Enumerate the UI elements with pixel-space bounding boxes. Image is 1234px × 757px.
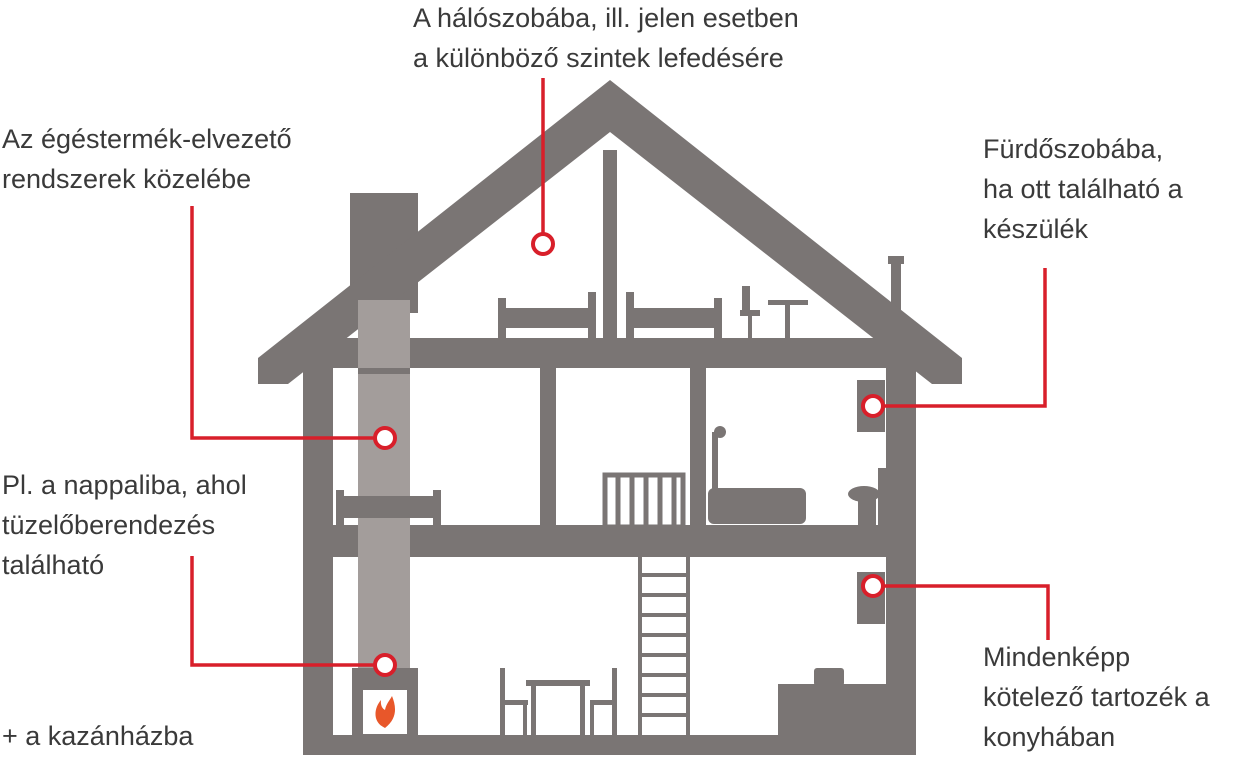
marker-bathroom: [861, 394, 885, 418]
label-living-line2: tüzelőberendezés: [2, 510, 216, 540]
label-living-line3: található: [2, 550, 105, 580]
bathtub: [708, 426, 806, 524]
toilet: [848, 468, 888, 526]
label-boiler: + a kazánházba: [2, 716, 193, 756]
marker-kitchen: [861, 574, 885, 598]
label-bathroom-line1: Fürdőszobába,: [983, 134, 1164, 164]
leader-bathroom: [884, 268, 1047, 408]
label-bathroom-line3: készülék: [983, 214, 1089, 244]
left-wall: [303, 360, 333, 755]
label-flue: Az égéstermék-elvezető rendszerek közelé…: [2, 119, 292, 199]
label-boiler-line1: + a kazánházba: [2, 721, 194, 751]
fireplace: [352, 668, 418, 738]
stair-railing: [602, 472, 686, 530]
attic-beds: [498, 292, 722, 338]
label-kitchen-line1: Mindenképp: [983, 642, 1131, 672]
sofa: [336, 490, 441, 530]
ladder-stairs: [638, 557, 690, 735]
right-wall: [886, 360, 916, 755]
kitchen-counter: [778, 668, 888, 736]
label-flue-line2: rendszerek közelébe: [2, 164, 252, 194]
label-living-line1: Pl. a nappaliba, ahol: [2, 470, 247, 500]
marker-bedroom: [531, 232, 555, 256]
marker-living: [373, 653, 397, 677]
desk: [740, 286, 808, 338]
label-bathroom: Fürdőszobába, ha ott található a készülé…: [983, 129, 1183, 249]
label-bedroom-line2: a különböző szintek lefedésére: [413, 43, 784, 73]
label-bedroom: A hálószobába, ill. jelen esetben a külö…: [413, 0, 799, 78]
vent-pipe: [891, 262, 901, 312]
leader-flue: [190, 206, 375, 440]
dining-set: [500, 668, 617, 736]
label-kitchen-line3: konyhában: [983, 722, 1116, 752]
label-bedroom-line1: A hálószobába, ill. jelen esetben: [413, 3, 799, 33]
label-kitchen: Mindenképp kötelező tartozék a konyhában: [983, 637, 1210, 757]
flue-channel: [358, 300, 410, 670]
leader-kitchen: [884, 584, 1050, 640]
label-bathroom-line2: ha ott található a: [983, 174, 1183, 204]
label-flue-line1: Az égéstermék-elvezető: [2, 124, 292, 154]
leader-living: [190, 556, 375, 667]
marker-flue: [373, 426, 397, 450]
label-kitchen-line2: kötelező tartozék a: [983, 682, 1210, 712]
label-living: Pl. a nappaliba, ahol tüzelőberendezés t…: [2, 465, 247, 585]
